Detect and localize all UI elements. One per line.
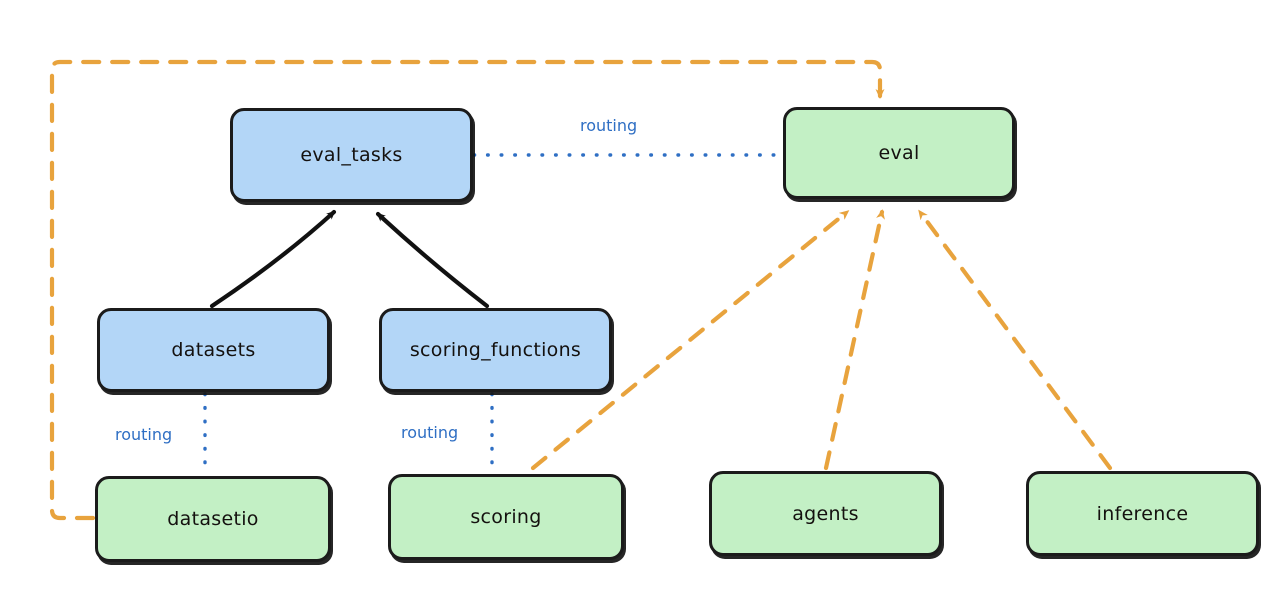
node-label-agents: agents [792, 502, 859, 525]
edge-label-routing-scoring_functions-scoring: routing [398, 423, 462, 442]
edge-scoring_functions-to-eval_tasks [375, 211, 490, 309]
node-eval_tasks[interactable]: eval_tasks [230, 108, 473, 202]
node-scoring[interactable]: scoring [388, 474, 624, 560]
node-eval[interactable]: eval [783, 107, 1015, 199]
edge-datasetio-to-eval [49, 59, 885, 521]
edge-label-routing-eval_tasks-eval: routing [577, 116, 641, 135]
edge-datasets-to-eval_tasks [209, 209, 337, 309]
node-label-datasets: datasets [171, 339, 256, 361]
node-agents[interactable]: agents [709, 471, 942, 556]
node-label-scoring: scoring [470, 506, 542, 528]
node-label-eval: eval [878, 142, 920, 164]
edge-inference-to-eval [917, 209, 1113, 471]
node-datasets[interactable]: datasets [97, 308, 330, 392]
edge-agents-to-eval [823, 209, 885, 471]
node-label-scoring_functions: scoring_functions [409, 339, 582, 361]
node-inference[interactable]: inference [1026, 471, 1259, 556]
edge-label-routing-datasets-datasetio: routing [112, 425, 176, 444]
node-label-inference: inference [1096, 502, 1189, 525]
node-label-datasetio: datasetio [167, 508, 259, 530]
edge-scoring-to-eval [530, 209, 850, 471]
node-label-eval_tasks: eval_tasks [300, 144, 403, 166]
node-scoring_functions[interactable]: scoring_functions [379, 308, 612, 392]
node-datasetio[interactable]: datasetio [95, 476, 331, 562]
